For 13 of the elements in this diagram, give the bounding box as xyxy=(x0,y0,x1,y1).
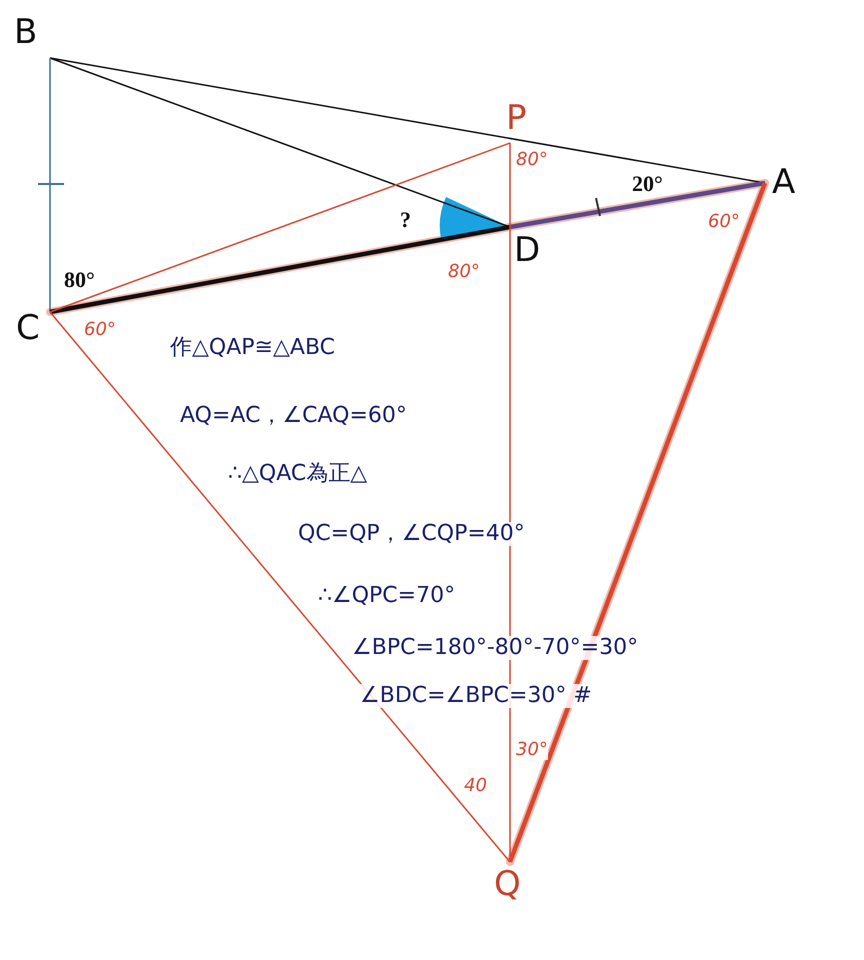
point-label: B xyxy=(14,14,38,50)
point-label: P xyxy=(506,100,527,136)
point-label: C xyxy=(16,310,40,346)
angle-label: 30° xyxy=(516,740,548,760)
point-label: Q xyxy=(494,866,521,902)
line-segment xyxy=(50,142,510,313)
line-segment xyxy=(510,180,766,230)
line-segment xyxy=(50,224,510,314)
point-label: A xyxy=(772,164,796,200)
point-label: D xyxy=(514,232,540,268)
line-segment xyxy=(49,312,511,862)
line-segment xyxy=(508,182,768,863)
line-segment xyxy=(49,58,51,312)
